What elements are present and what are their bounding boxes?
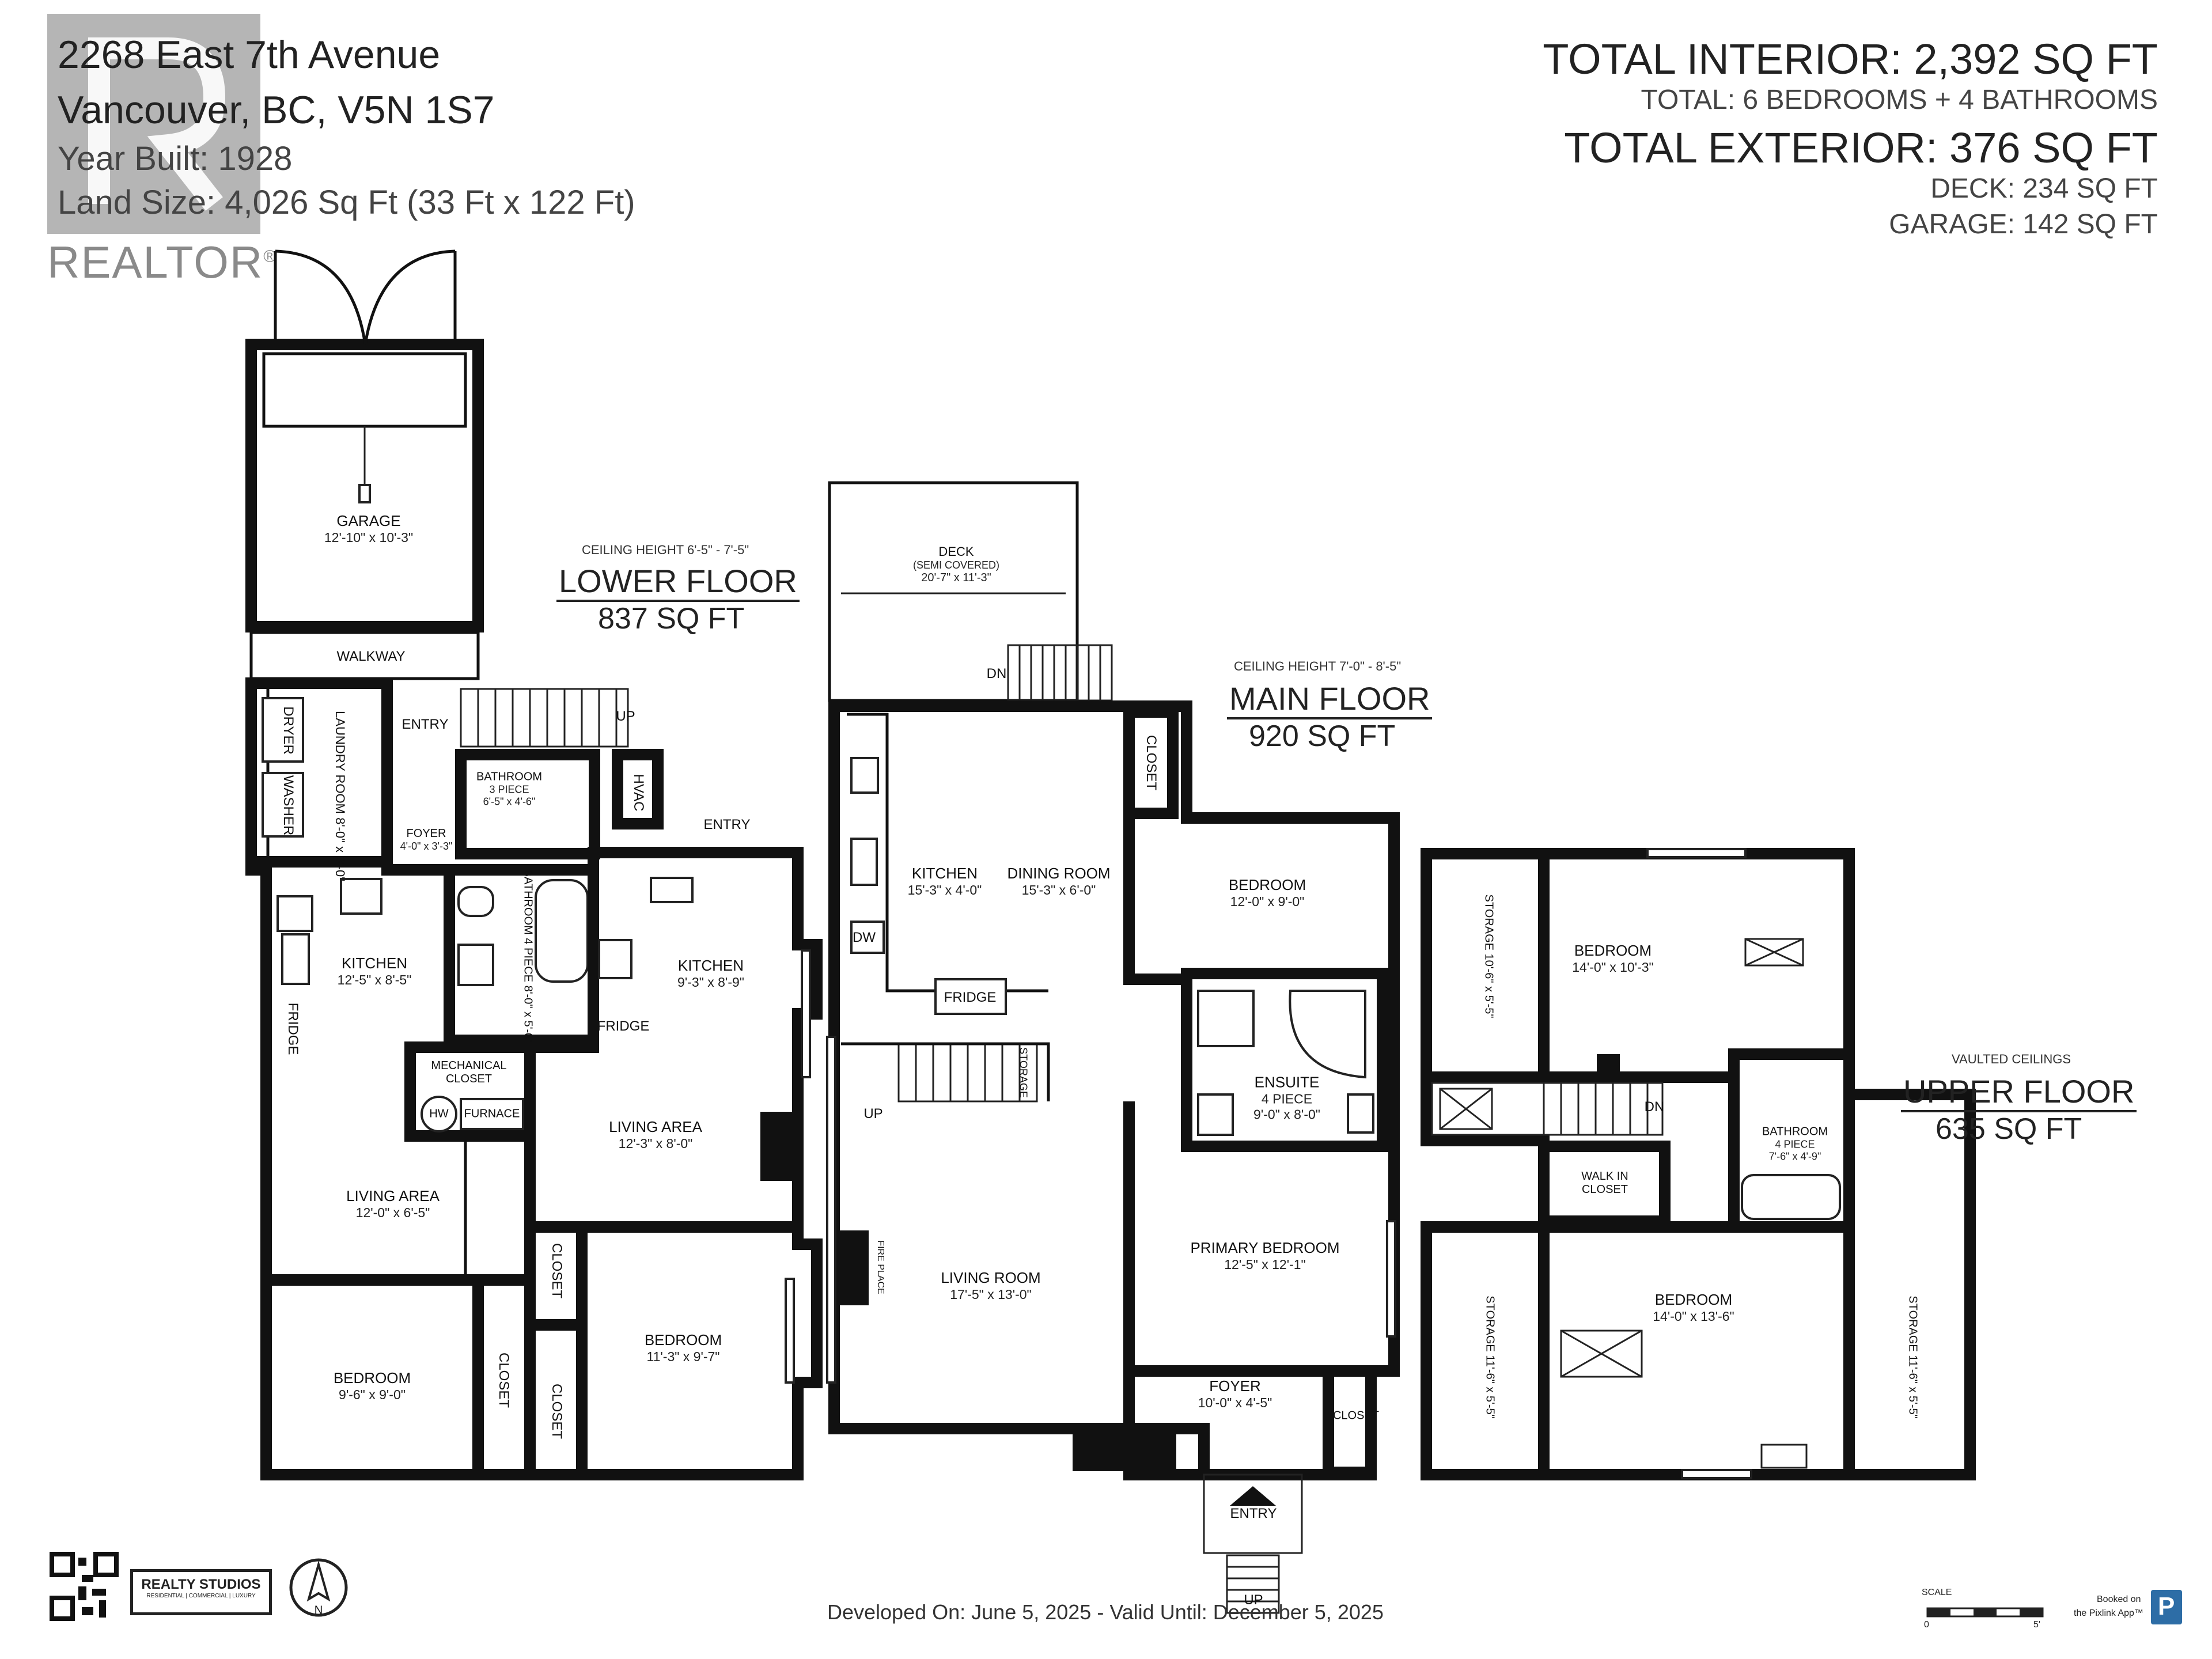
- mechanical-closet-label: MECHANICAL CLOSET: [431, 1059, 507, 1085]
- land-size: Land Size: 4,026 Sq Ft (33 Ft x 122 Ft): [58, 184, 635, 221]
- qr-code-icon: [50, 1552, 119, 1621]
- lower-ceiling-height: CEILING HEIGHT 6'-5" - 7'-5": [582, 543, 749, 557]
- closet-main-label: CLOSET: [1143, 734, 1159, 791]
- dn-upper-label: DN: [1644, 1099, 1665, 1115]
- total-interior: TOTAL INTERIOR: 2,392 SQ FT: [1543, 35, 2158, 83]
- valid-dates: Developed On: June 5, 2025 - Valid Until…: [827, 1600, 1384, 1624]
- dryer-label: DRYER: [281, 706, 296, 755]
- realty-studios-logo: REALTY STUDIOS RESIDENTIAL | COMMERCIAL …: [130, 1569, 272, 1615]
- storage-upper-2-label: STORAGE 11'-6" x 5'-5": [1483, 1296, 1497, 1419]
- up-main-label: UP: [863, 1106, 883, 1122]
- upper-floor-title: UPPER FLOOR: [1901, 1073, 2137, 1112]
- bathroom-4-piece-lower-label: BATHROOM 4 PIECE 8'-0" x 5'-0": [521, 869, 535, 1044]
- upper-floor-area: 635 SQ FT: [1936, 1112, 2082, 1146]
- hw-label: HW: [429, 1107, 449, 1120]
- lower-floor-area: 837 SQ FT: [598, 602, 745, 635]
- lower-floor-title: LOWER FLOOR: [556, 562, 800, 602]
- total-rooms: TOTAL: 6 BEDROOMS + 4 BATHROOMS: [1641, 85, 2158, 115]
- realtor-wordmark: REALTOR®: [47, 237, 278, 287]
- realtor-r-icon: [88, 37, 226, 211]
- fireplace-label: FIRE PLACE: [876, 1240, 885, 1294]
- entry-lower-east-label: ENTRY: [703, 817, 751, 832]
- closet-lower-2-label: CLOSET: [496, 1352, 512, 1408]
- north-label: N: [314, 1604, 323, 1617]
- entry-lower-label: ENTRY: [402, 717, 449, 732]
- scale-zero: 0: [1924, 1620, 1929, 1630]
- up-lower-label: UP: [616, 709, 635, 724]
- scale-five: 5': [2033, 1620, 2040, 1630]
- upper-ceiling-height: VAULTED CEILINGS: [1952, 1052, 2071, 1066]
- main-floor-title: MAIN FLOOR: [1227, 680, 1433, 719]
- scale-label: SCALE: [1922, 1588, 1952, 1597]
- walkway-label: WALKWAY: [336, 649, 406, 664]
- total-exterior: TOTAL EXTERIOR: 376 SQ FT: [1564, 124, 2158, 172]
- main-ceiling-height: CEILING HEIGHT 7'-0" - 8'-5": [1234, 659, 1402, 673]
- storage-upper-1-label: STORAGE 10'-6" x 5'-5": [1482, 894, 1495, 1018]
- fridge-lower-east-label: FRIDGE: [597, 1018, 650, 1034]
- dw-label: DW: [853, 930, 876, 945]
- total-deck: DECK: 234 SQ FT: [1930, 173, 2158, 204]
- hvac-label: HVAC: [631, 774, 646, 812]
- walk-in-closet-label: WALK IN CLOSET: [1581, 1170, 1628, 1196]
- pixlink-app-text: the Pixlink App™: [2074, 1608, 2143, 1618]
- total-garage: GARAGE: 142 SQ FT: [1889, 209, 2158, 240]
- storage-main-label: STORAGE: [1017, 1047, 1029, 1098]
- fridge-lower-west-label: FRIDGE: [285, 1002, 301, 1055]
- laundry-label: LAUNDRY ROOM 8'-0" x 6'-0": [333, 711, 347, 881]
- storage-upper-3-label: STORAGE 11'-6" x 5'-5": [1906, 1296, 1919, 1419]
- closet-foyer-label: CLOSET: [1332, 1409, 1380, 1422]
- deck-label: DECK(SEMI COVERED)20'-7" x 11'-3": [912, 544, 1000, 584]
- fridge-main-label: FRIDGE: [944, 990, 997, 1005]
- up-entry-label: UP: [1244, 1592, 1263, 1608]
- furnace-label: FURNACE: [464, 1107, 520, 1120]
- dn-main-label: DN: [986, 666, 1007, 681]
- address-line-2: Vancouver, BC, V5N 1S7: [58, 88, 495, 132]
- entry-main-label: ENTRY: [1230, 1506, 1277, 1521]
- year-built: Year Built: 1928: [58, 140, 293, 177]
- booked-on-text: Booked on: [2097, 1594, 2141, 1604]
- closet-lower-1-label: CLOSET: [549, 1243, 565, 1299]
- main-floor-area: 920 SQ FT: [1249, 719, 1396, 753]
- address-line-1: 2268 East 7th Avenue: [58, 33, 441, 77]
- closet-lower-3-label: CLOSET: [549, 1383, 565, 1440]
- pixlink-p-icon: P: [2158, 1592, 2175, 1620]
- washer-label: WASHER: [281, 775, 296, 836]
